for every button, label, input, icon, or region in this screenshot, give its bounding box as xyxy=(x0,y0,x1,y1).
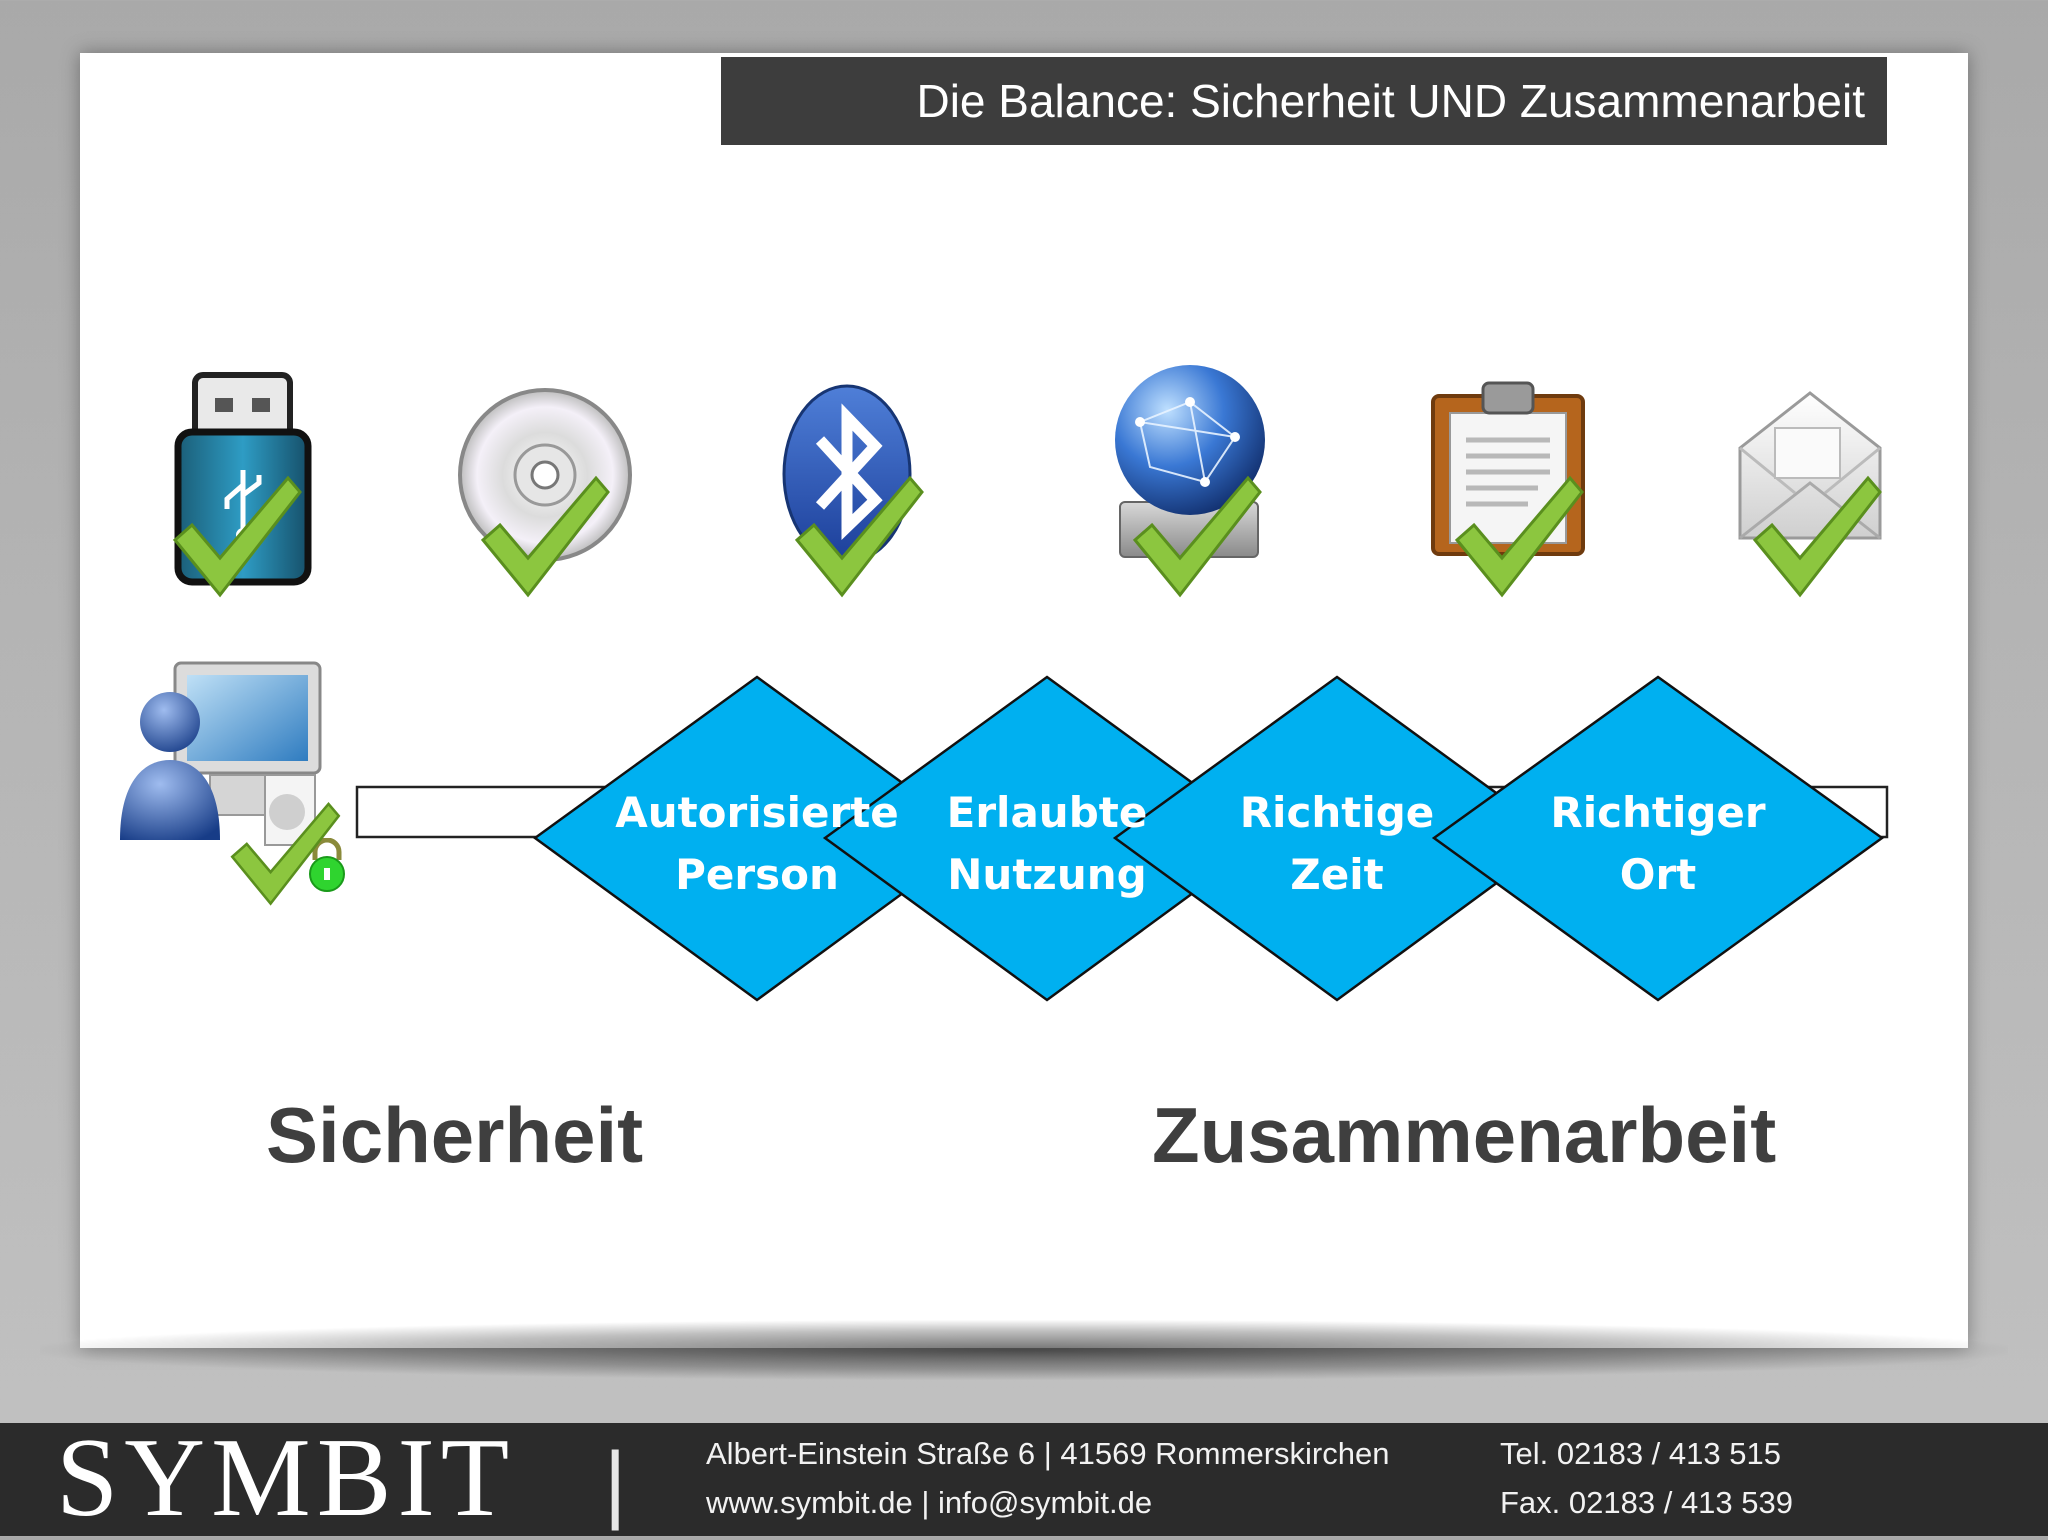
step-2-line2: Nutzung xyxy=(947,850,1146,899)
checkmark-icon xyxy=(480,475,610,598)
email-envelope-icon xyxy=(1738,391,1882,540)
computer-user-icon xyxy=(120,661,322,846)
footer-fax: Fax. 02183 / 413 539 xyxy=(1500,1485,1794,1520)
footer-bar xyxy=(0,1423,2048,1536)
step-3-line2: Zeit xyxy=(1290,850,1383,899)
diamond-richtiger-ort xyxy=(1431,675,1885,1002)
slide-title: Die Balance: Sicherheit UND Zusammenarbe… xyxy=(916,75,1865,127)
checkmark-icon xyxy=(1752,475,1882,598)
footer-tel: Tel. 02183 / 413 515 xyxy=(1500,1436,1781,1471)
label-zusammenarbeit: Zusammenarbeit xyxy=(1152,1091,1777,1179)
diamond-richtige-zeit xyxy=(1112,675,1561,1002)
brand-separator: | xyxy=(604,1435,627,1531)
slide-shadow xyxy=(40,1320,2008,1380)
step-3-line1: Richtige xyxy=(1240,788,1435,837)
footer-web[interactable]: www.symbit.de | info@symbit.de xyxy=(706,1485,1153,1520)
checkmark-icon xyxy=(230,801,341,906)
checkmark-icon xyxy=(794,475,924,598)
step-4-line2: Ort xyxy=(1620,850,1697,899)
step-1-line2: Person xyxy=(675,850,839,899)
lock-icon xyxy=(309,838,345,892)
checkmark-icon xyxy=(1454,475,1584,598)
step-4-line1: Richtiger xyxy=(1550,788,1766,837)
step-1-line1: Autorisierte xyxy=(615,788,899,837)
brand-logo: SYMBIT xyxy=(56,1416,516,1540)
step-2-line1: Erlaubte xyxy=(947,788,1148,837)
footer-address: Albert-Einstein Straße 6 | 41569 Rommers… xyxy=(706,1436,1390,1471)
checkmark-icon xyxy=(172,475,302,598)
checkmark-icon xyxy=(1132,475,1262,598)
label-sicherheit: Sicherheit xyxy=(266,1091,644,1179)
slide-title-bar: Die Balance: Sicherheit UND Zusammenarbe… xyxy=(721,57,1887,145)
